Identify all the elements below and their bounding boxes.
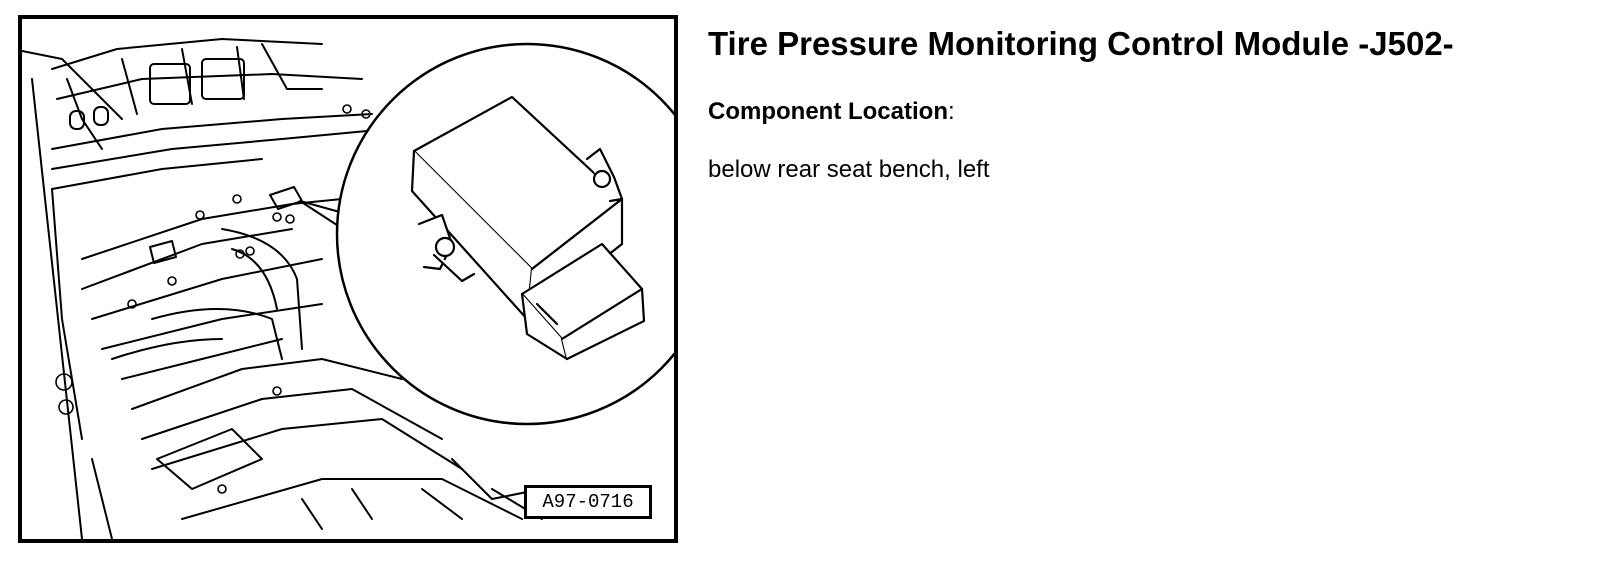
component-info: Tire Pressure Monitoring Control Module … bbox=[708, 20, 1588, 186]
component-location-heading: Component Location: bbox=[708, 96, 1588, 128]
figure-code-label: A97-0716 bbox=[524, 485, 652, 519]
rear-shelf-lines bbox=[22, 38, 373, 190]
location-label: Component Location bbox=[708, 98, 948, 125]
location-description: below rear seat bench, left bbox=[708, 156, 990, 183]
control-module-detail bbox=[410, 95, 646, 361]
floor-modules bbox=[149, 186, 303, 264]
floor-panel-lines bbox=[31, 78, 543, 539]
page-title: Tire Pressure Monitoring Control Module … bbox=[708, 25, 1454, 62]
mounting-bolts bbox=[55, 104, 371, 494]
vehicle-floor-illustration bbox=[22, 38, 674, 539]
component-location-figure: A97-0716 bbox=[18, 15, 678, 543]
location-colon: : bbox=[947, 98, 955, 125]
